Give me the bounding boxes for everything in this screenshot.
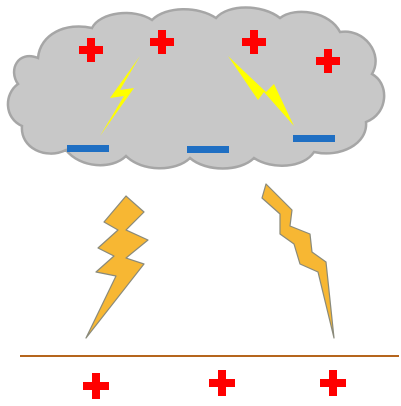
negative-charge-icon: [187, 146, 229, 153]
storm-cloud: [8, 8, 384, 169]
positive-charge-icon: [320, 370, 346, 396]
positive-charge-icon: [83, 373, 109, 399]
negative-charge-icon: [67, 145, 109, 152]
lightning-bolt-icon: [86, 196, 148, 338]
sky-lightning: [86, 184, 334, 338]
cloud-shape: [8, 8, 384, 169]
positive-charge-icon: [209, 370, 235, 396]
lightning-bolt-icon: [262, 184, 334, 338]
negative-charge-icon: [293, 135, 335, 142]
ground-positive-charges: [83, 370, 346, 399]
